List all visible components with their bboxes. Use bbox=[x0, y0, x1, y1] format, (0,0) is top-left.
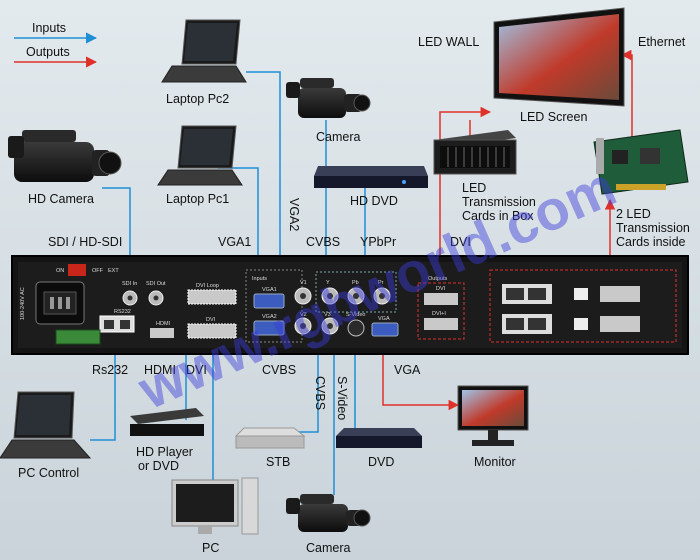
label-monitor: Monitor bbox=[474, 455, 516, 469]
label-hdmi: HDMI bbox=[144, 363, 176, 377]
pc-icon bbox=[171, 477, 259, 535]
panel-vga1: VGA1 bbox=[262, 287, 277, 293]
label-camera-bottom: Camera bbox=[306, 541, 351, 555]
panel-vga: VGA bbox=[378, 316, 390, 322]
label-stb: STB bbox=[266, 455, 290, 469]
label-rs232: Rs232 bbox=[92, 363, 128, 377]
power-rating: 100-240V AC bbox=[20, 287, 26, 320]
label-cards-inside-2: Transmission bbox=[616, 221, 690, 235]
panel-v3: V3 bbox=[324, 312, 331, 318]
label-ethernet: Ethernet bbox=[638, 35, 686, 49]
monitor-icon bbox=[457, 385, 529, 446]
switch-on: ON bbox=[56, 268, 64, 274]
laptop-pc2-icon bbox=[161, 19, 247, 83]
label-svideo: S-Video bbox=[335, 376, 349, 420]
label-sdi: SDI / HD-SDI bbox=[48, 235, 122, 249]
switch-off: OFF bbox=[92, 268, 104, 274]
power-switch bbox=[68, 264, 86, 276]
hd-dvd-icon bbox=[314, 166, 428, 188]
label-pc-control: PC Control bbox=[18, 466, 79, 480]
pc-control-laptop-icon bbox=[0, 391, 92, 459]
label-camera-top: Camera bbox=[316, 130, 361, 144]
label-laptop-pc2: Laptop Pc2 bbox=[166, 92, 229, 106]
processor-rear-panel: 100-240V AC ON OFF EXT SDI In SDI Out RS… bbox=[11, 255, 689, 355]
panel-rs232: RS232 bbox=[114, 309, 131, 315]
panel-dvi-out2: DVI+I bbox=[432, 311, 446, 317]
stb-icon bbox=[234, 427, 306, 449]
label-cards-box-2: Transmission bbox=[462, 195, 536, 209]
laptop-pc1-icon bbox=[157, 125, 243, 186]
panel-dvi: DVI bbox=[206, 317, 216, 323]
camera-bottom-icon bbox=[286, 494, 371, 532]
panel-pb: Pb bbox=[352, 280, 359, 286]
label-hd-player-2: or DVD bbox=[138, 459, 179, 473]
label-hd-dvd: HD DVD bbox=[350, 194, 398, 208]
panel-v1: V1 bbox=[300, 280, 307, 286]
panel-vga2: VGA2 bbox=[262, 314, 277, 320]
panel-v2: V2 bbox=[300, 312, 307, 318]
panel-sdi-in: SDI In bbox=[122, 281, 137, 287]
label-led-screen: LED Screen bbox=[520, 110, 587, 124]
label-cards-box-1: LED bbox=[462, 181, 486, 195]
panel-dvi-loop: DVI Loop bbox=[196, 283, 219, 289]
panel-hdmi: HDMI bbox=[156, 321, 171, 327]
label-cards-inside-3: Cards inside bbox=[616, 235, 686, 249]
legend: Inputs Outputs bbox=[14, 21, 98, 68]
legend-inputs: Inputs bbox=[32, 21, 66, 35]
label-cvbs-top: CVBS bbox=[306, 235, 340, 249]
label-hd-player-1: HD Player bbox=[136, 445, 193, 459]
label-cvbs-vert: CVBS bbox=[313, 376, 327, 410]
panel-outputs-tag: Outputs bbox=[428, 276, 448, 282]
switch-ext: EXT bbox=[108, 268, 119, 274]
label-dvi-top: DVI bbox=[450, 235, 471, 249]
led-screen-icon bbox=[493, 7, 625, 107]
label-dvi-bottom: DVI bbox=[186, 363, 207, 377]
label-dvd: DVD bbox=[368, 455, 394, 469]
label-ypbpr: YPbPr bbox=[360, 235, 396, 249]
panel-inputs-tag: Inputs bbox=[252, 276, 267, 282]
label-vga2: VGA2 bbox=[287, 198, 301, 231]
panel-sdi-out: SDI Out bbox=[146, 281, 166, 287]
panel-svideo: S-Video bbox=[346, 312, 365, 318]
panel-y: Y bbox=[326, 280, 330, 286]
label-hd-camera: HD Camera bbox=[28, 192, 94, 206]
label-cards-box-3: Cards in Box bbox=[462, 209, 534, 223]
hd-player-icon bbox=[130, 408, 204, 436]
panel-pr: Pr bbox=[378, 280, 384, 286]
label-vga1: VGA1 bbox=[218, 235, 251, 249]
label-cards-inside-1: 2 LED bbox=[616, 207, 651, 221]
label-vga-out: VGA bbox=[394, 363, 421, 377]
label-cvbs-left: CVBS bbox=[262, 363, 296, 377]
camera-top-icon bbox=[286, 78, 371, 118]
label-led-wall: LED WALL bbox=[418, 35, 479, 49]
label-laptop-pc1: Laptop Pc1 bbox=[166, 192, 229, 206]
legend-outputs: Outputs bbox=[26, 45, 70, 59]
transmission-box-icon bbox=[433, 130, 517, 175]
label-pc: PC bbox=[202, 541, 219, 555]
panel-dvi-out: DVI bbox=[436, 286, 446, 292]
hd-camera-icon bbox=[8, 130, 122, 182]
dvd-icon bbox=[336, 428, 422, 448]
transmission-card-icon bbox=[593, 129, 689, 195]
